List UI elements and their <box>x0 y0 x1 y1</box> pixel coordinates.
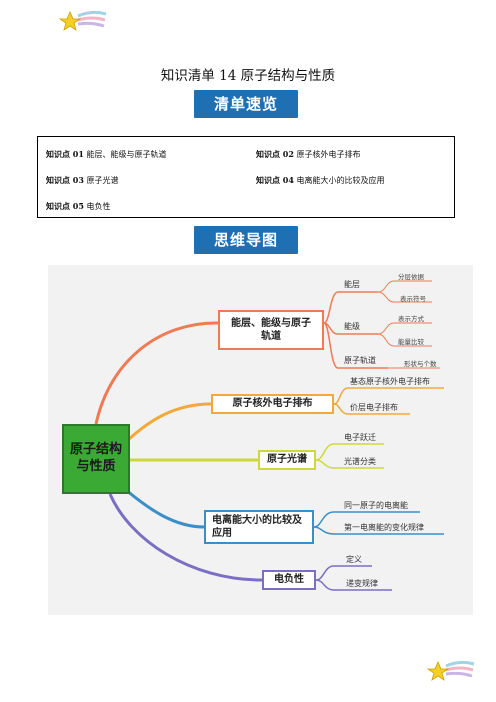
leaf-diyi-dianlineng[interactable]: 第一电离能的变化规律 <box>344 523 424 532</box>
toc-item-01[interactable]: 知识点 01 能层、能级与原子轨道 <box>46 149 166 160</box>
branch-label: 原子核外电子排布 <box>232 398 313 410</box>
mindmap-root-node[interactable]: 原子结构与性质 <box>62 424 130 494</box>
toc-item-02[interactable]: 知识点 02 原子核外电子排布 <box>256 149 360 160</box>
branch-label: 电离能大小的比较及应用 <box>212 514 302 540</box>
toc-item-03[interactable]: 知识点 03 原子光谱 <box>46 175 118 186</box>
toc-item-label: 原子核外电子排布 <box>296 150 361 159</box>
branch-node-5[interactable]: 电负性 <box>262 570 316 590</box>
toc-item-number: 知识点 02 <box>256 149 294 159</box>
toc-item-label: 原子光谱 <box>86 176 119 185</box>
leaf-nengceng[interactable]: 能层 <box>344 280 360 289</box>
toc-box: 知识点 01 能层、能级与原子轨道 知识点 02 原子核外电子排布 知识点 03… <box>37 136 455 218</box>
leaf-biaoshi-fangshi[interactable]: 表示方式 <box>398 315 424 323</box>
leaf-jiaceng-paibu[interactable]: 价层电子排布 <box>350 403 398 412</box>
branch-label: 原子光谱 <box>267 454 307 466</box>
toc-item-number: 知识点 04 <box>256 175 294 185</box>
toc-item-label: 电离能大小的比较及应用 <box>296 176 385 185</box>
branch-label: 能层、能级与原子轨道 <box>231 317 311 343</box>
toc-item-05[interactable]: 知识点 05 电负性 <box>46 201 110 212</box>
branch-node-3[interactable]: 原子光谱 <box>258 450 316 470</box>
toc-item-number: 知识点 03 <box>46 175 84 185</box>
page-title: 知识清单 14 原子结构与性质 <box>160 68 336 84</box>
leaf-dibian-guilv[interactable]: 递变规律 <box>346 579 378 588</box>
toc-item-label: 能层、能级与原子轨道 <box>86 150 167 159</box>
leaf-xingzhuang-geshu[interactable]: 形状与个数 <box>404 360 437 368</box>
section-banner-mindmap: 思维导图 <box>194 226 298 254</box>
branch-label: 电负性 <box>274 574 304 586</box>
toc-item-04[interactable]: 知识点 04 电离能大小的比较及应用 <box>256 175 384 186</box>
toc-item-number: 知识点 05 <box>46 201 84 211</box>
leaf-dianzi-yueqian[interactable]: 电子跃迁 <box>344 433 376 442</box>
branch-node-1[interactable]: 能层、能级与原子轨道 <box>218 310 324 350</box>
shooting-star-icon <box>426 660 475 681</box>
leaf-tongyi-dianlineng[interactable]: 同一原子的电离能 <box>344 501 408 510</box>
section-banner-overview: 清单速览 <box>194 90 298 118</box>
branch-node-2[interactable]: 原子核外电子排布 <box>211 394 334 414</box>
leaf-yuanzi-guidao[interactable]: 原子轨道 <box>344 356 376 365</box>
toc-item-label: 电负性 <box>86 202 111 211</box>
leaf-biaoshi-fuhao[interactable]: 表示符号 <box>400 295 426 303</box>
toc-item-number: 知识点 01 <box>46 149 84 159</box>
leaf-fenceng-yiju[interactable]: 分层依据 <box>398 273 424 281</box>
leaf-nengji[interactable]: 能级 <box>344 322 360 331</box>
leaf-guangpu-fenlei[interactable]: 光谱分类 <box>344 457 376 466</box>
root-label: 原子结构与性质 <box>70 442 123 474</box>
shooting-star-icon <box>58 10 107 31</box>
leaf-jitai-paibu[interactable]: 基态原子核外电子排布 <box>350 377 430 386</box>
leaf-nengliang-bijiao[interactable]: 能量比较 <box>398 338 424 346</box>
leaf-dingyi[interactable]: 定义 <box>346 555 362 564</box>
branch-node-4[interactable]: 电离能大小的比较及应用 <box>204 510 314 544</box>
